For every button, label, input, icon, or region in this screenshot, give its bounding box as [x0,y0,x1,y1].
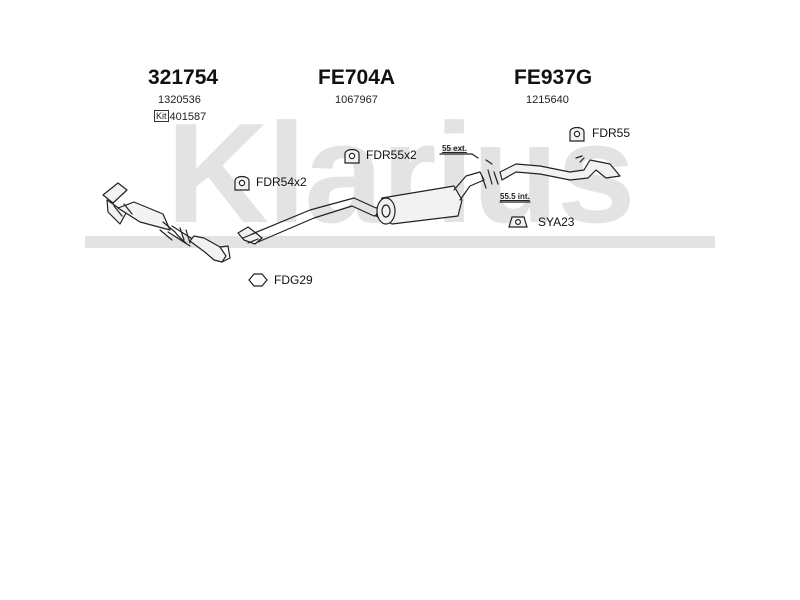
cut-marks [481,169,499,189]
rear-pipe-part [499,155,621,181]
centre-silencer-part [237,171,485,245]
part-code-fe704a: FE704A [318,66,396,89]
fitting-label-fdr54x2: FDR54x2 [256,175,307,189]
fitting-label-fdr55x2: FDR55x2 [366,148,417,162]
rubber-hanger-icon [569,126,585,142]
mounting-bracket-icon [508,216,528,228]
oem-number-1215640: 1215640 [526,94,569,106]
kit-number-value: 401587 [169,111,207,123]
fitting-label-fdr55: FDR55 [592,126,631,140]
fitting-label-sya23: SYA23 [538,215,575,229]
rubber-hanger-icon [234,175,250,191]
ext-note: 55 ext. [442,144,467,153]
part-code-fe937g: FE937G [514,66,593,89]
oem-number-1067967: 1067967 [335,94,378,106]
catalytic-converter-part [102,182,231,263]
fitting-label-fdg29: FDG29 [274,273,313,287]
ext-dimension-line [439,153,479,159]
kit-label: Kit [154,110,169,122]
gasket-icon [248,273,268,287]
int-note: 55.5 int. [500,192,530,201]
oem-number-1320536: 1320536 [158,94,201,106]
rubber-hanger-icon [344,148,360,164]
part-code-321754: 321754 [148,66,219,89]
